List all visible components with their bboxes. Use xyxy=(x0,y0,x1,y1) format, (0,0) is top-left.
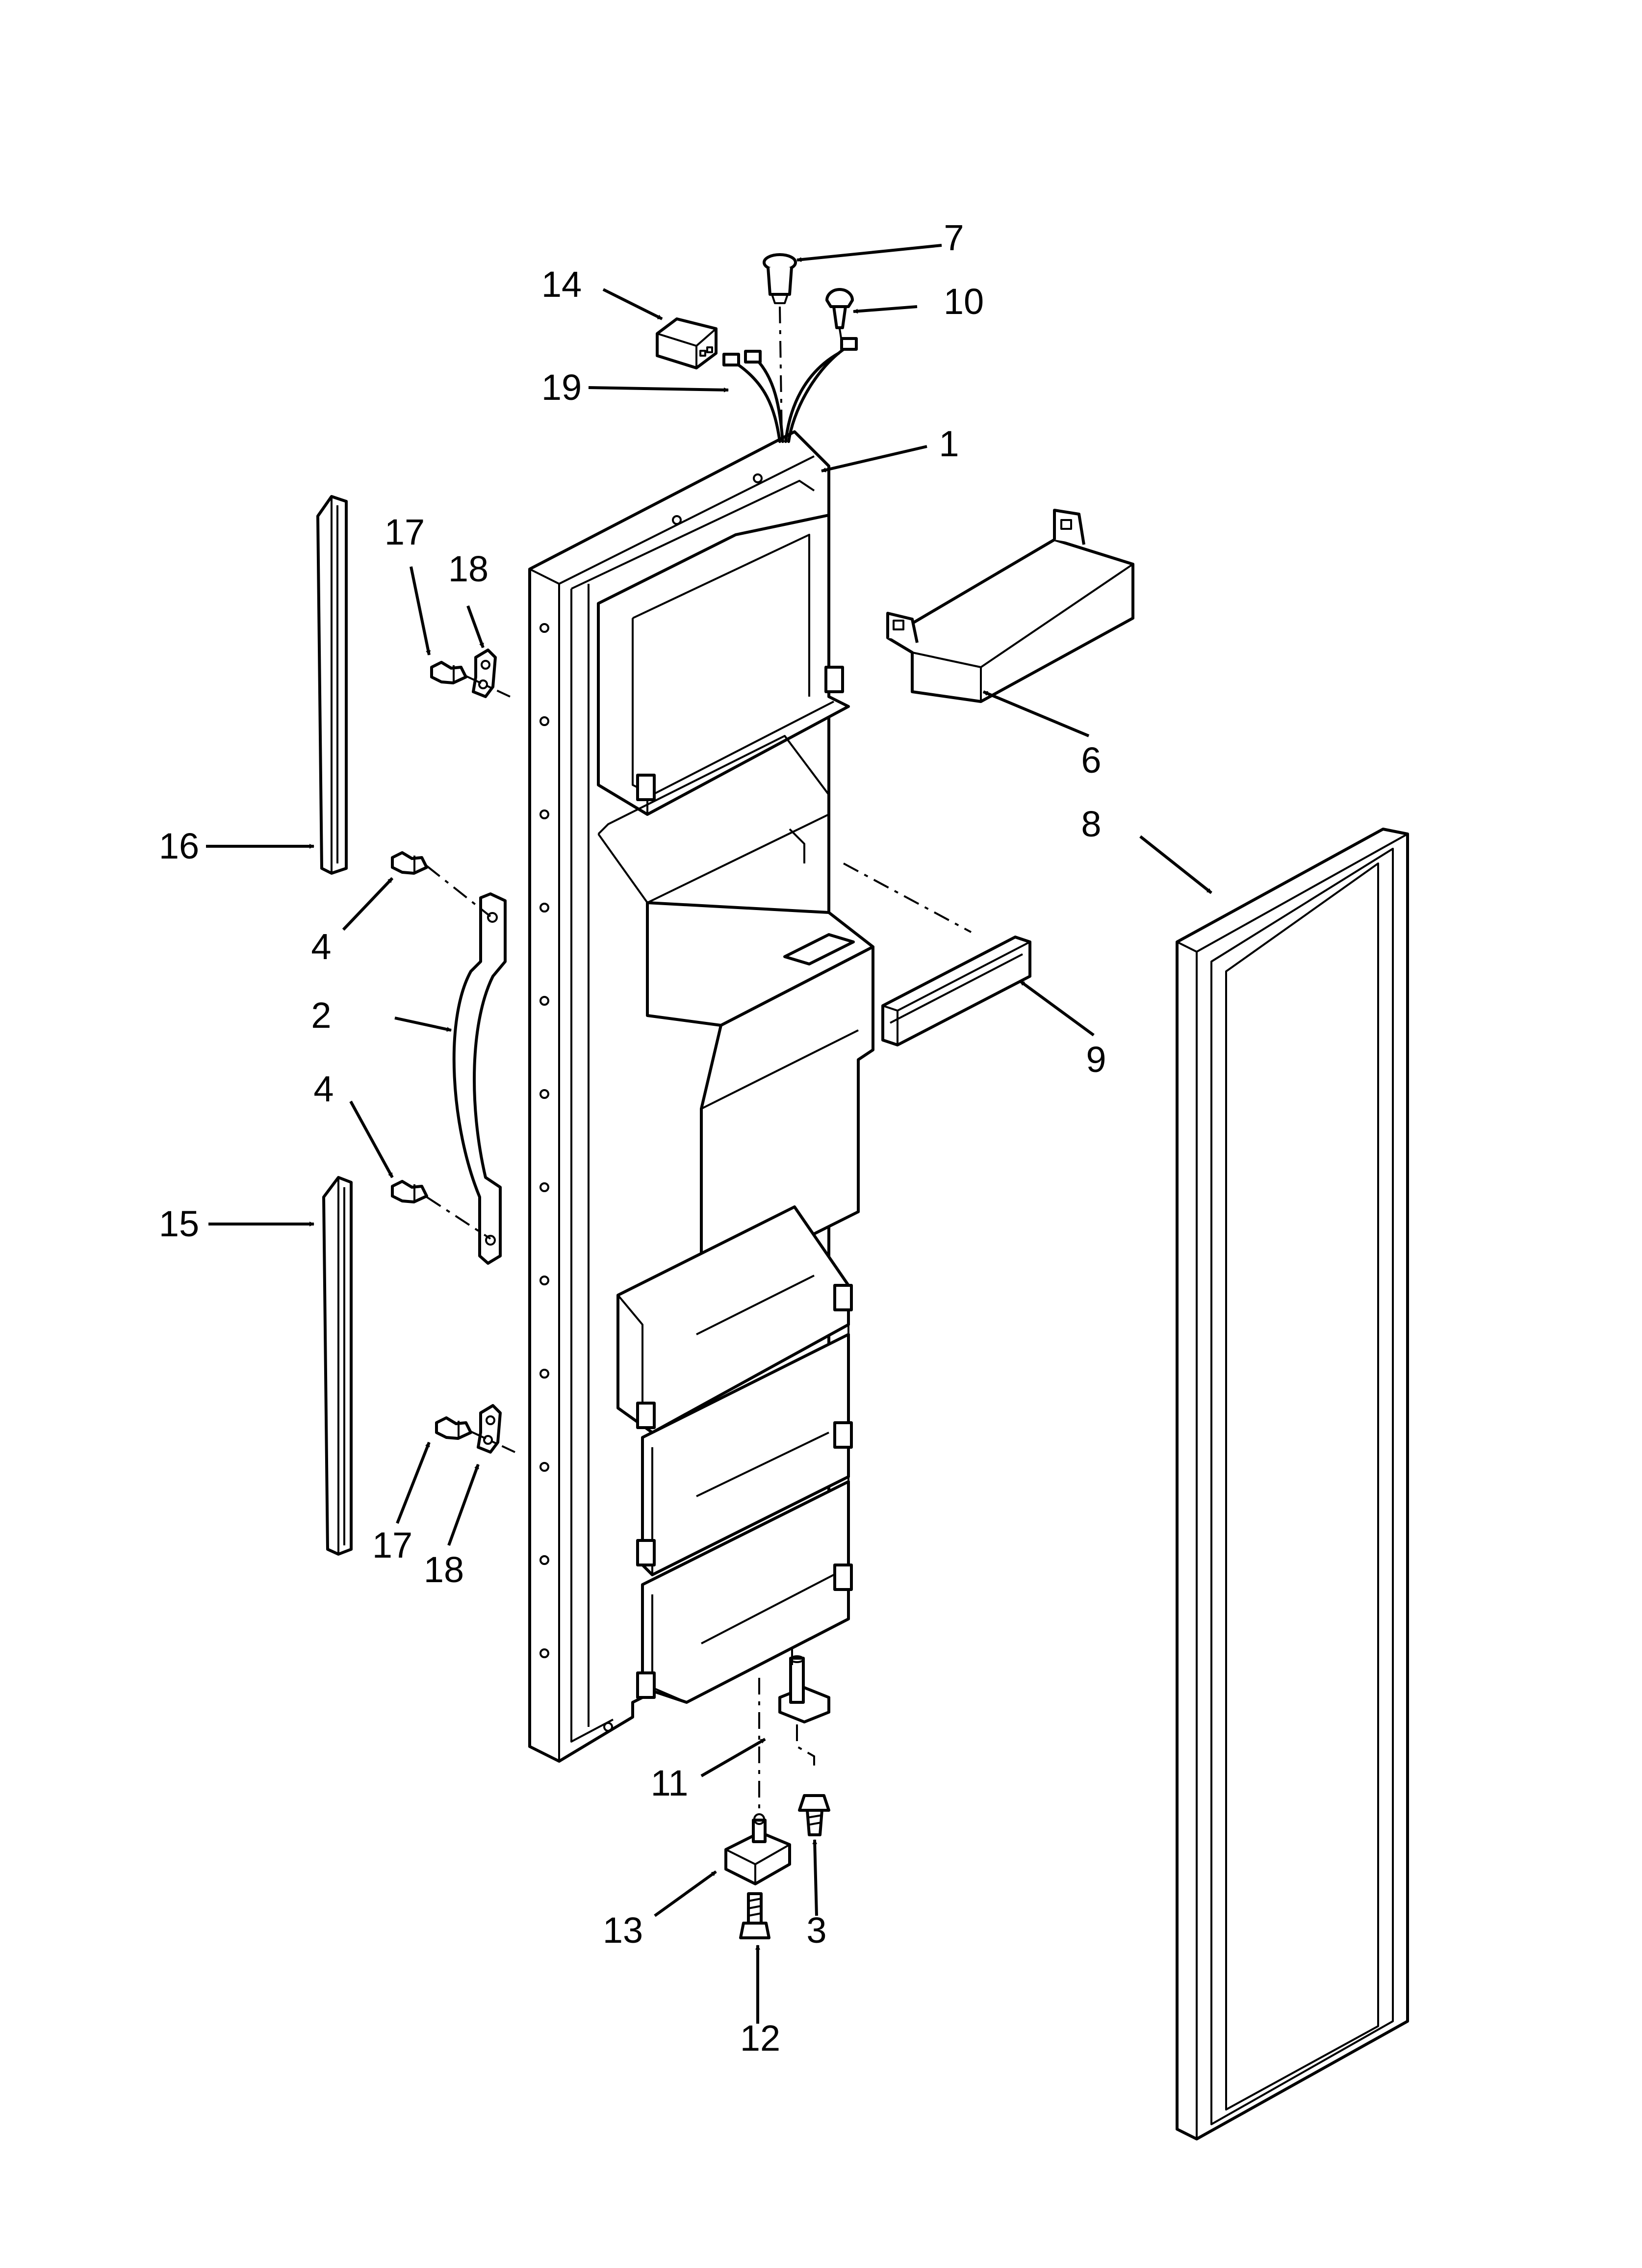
part-4-screw-lower xyxy=(391,1180,428,1203)
part-4-screw-upper xyxy=(391,851,428,875)
part-2-door-handle xyxy=(452,892,507,1265)
door-bolt-holes xyxy=(539,473,763,1732)
part-11-hinge-bracket xyxy=(778,1655,830,1723)
part-17-screw-upper xyxy=(430,661,467,684)
part-1-door-liner xyxy=(528,430,874,1763)
part-7-light-socket xyxy=(763,253,797,304)
callout-14: 14 xyxy=(541,264,582,305)
callout-9: 9 xyxy=(1086,1039,1106,1080)
part-19-wire-harness xyxy=(722,337,858,443)
part-15-trim-strip-lower xyxy=(322,1176,353,1556)
part-16-trim-strip-upper xyxy=(316,495,348,875)
part-12-screw xyxy=(739,1892,770,1939)
callout-17-upper: 17 xyxy=(385,512,425,552)
part-18-clip-upper xyxy=(472,649,497,698)
callout-18-upper: 18 xyxy=(448,548,488,589)
callout-6: 6 xyxy=(1081,740,1101,781)
callout-19: 19 xyxy=(541,367,582,408)
callout-8: 8 xyxy=(1081,804,1101,844)
callout-2: 2 xyxy=(311,995,331,1036)
callout-7: 7 xyxy=(944,217,964,258)
callout-16: 16 xyxy=(159,826,199,866)
callout-15: 15 xyxy=(159,1203,199,1244)
callout-4-upper: 4 xyxy=(311,926,331,967)
callout-10: 10 xyxy=(944,281,984,322)
part-9-rail xyxy=(881,936,1031,1046)
callout-13: 13 xyxy=(603,1910,643,1951)
part-17-screw-lower xyxy=(435,1416,472,1440)
part-6-door-shelf xyxy=(886,509,1134,703)
leader-arrows xyxy=(206,244,1212,2024)
part-13-hinge-block xyxy=(724,1813,791,1885)
callout-18-lower: 18 xyxy=(424,1549,464,1590)
part-3-screw xyxy=(798,1794,830,1836)
part-14-wire-connector xyxy=(656,317,718,369)
callout-17-lower: 17 xyxy=(372,1525,412,1565)
callout-12: 12 xyxy=(740,2018,780,2059)
part-18-clip-lower xyxy=(477,1404,502,1454)
part-8-door-gasket xyxy=(1176,828,1409,2140)
callout-11: 11 xyxy=(651,1763,689,1803)
part-10-screw xyxy=(825,288,854,329)
callout-labels: 1 2 3 4 4 6 7 8 9 10 11 12 13 14 15 16 1… xyxy=(159,217,1106,2059)
callout-1: 1 xyxy=(939,423,959,464)
callout-4-lower: 4 xyxy=(313,1069,334,1109)
callout-3: 3 xyxy=(806,1910,826,1951)
